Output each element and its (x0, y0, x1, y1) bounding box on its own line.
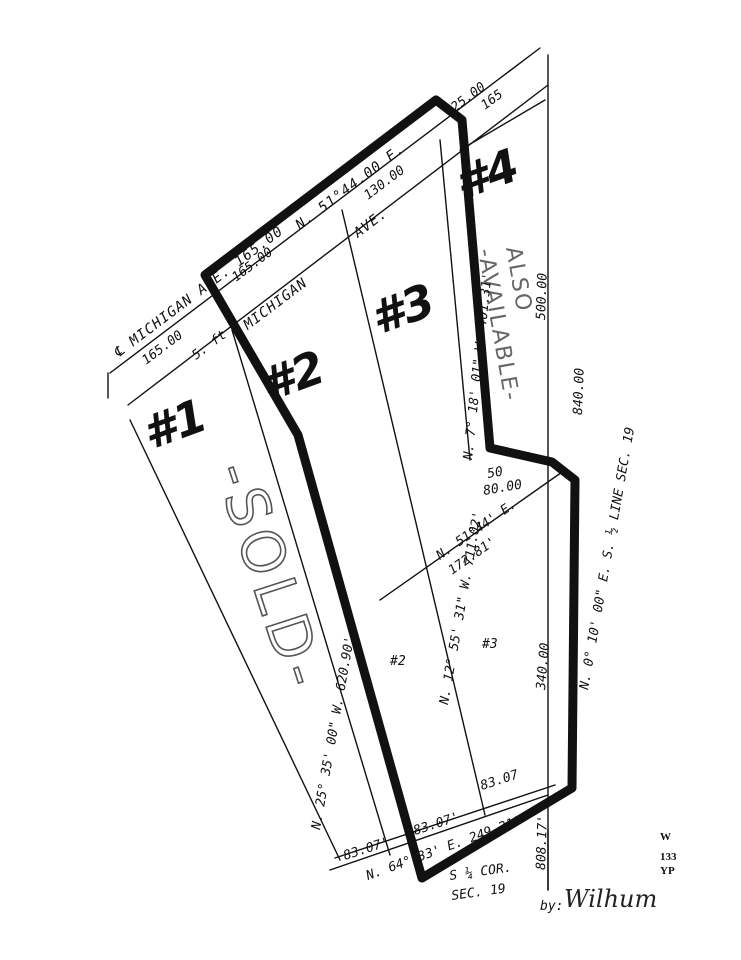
road-centerline (109, 47, 541, 374)
signature: Wilhum (564, 885, 657, 913)
bottom-dist-a: 83.07' (342, 835, 391, 864)
lot-3-small-label: #3 (481, 637, 498, 652)
lot4-inner-line (459, 99, 546, 151)
dim-5ft: 5. ft (189, 328, 229, 364)
street-label-lot2: MICHIGAN (240, 275, 311, 334)
street-label-lot3: AVE. (350, 206, 391, 242)
east-line-dist: 840.00 (571, 368, 588, 416)
inner-bearing-line (379, 469, 566, 601)
corner-block-line1: W (660, 831, 671, 843)
lot1-lot2-division (231, 329, 391, 856)
bottom-line-2 (329, 794, 549, 871)
corner-label: S ¼ COR. (448, 860, 512, 884)
section-line-bearing: N. 0° 10' 00" E. S. ½ LINE SEC. 19 (577, 426, 638, 692)
corner-block-line2: 133 (660, 851, 677, 863)
road-right-of-way (127, 84, 549, 406)
sold-stamp: -SOLD- (202, 453, 340, 700)
lot-1-label: #1 (135, 388, 214, 461)
bottom-line (334, 784, 556, 859)
street-label-left: ℄ MICHIGAN AVE. 165.00 (111, 223, 287, 361)
lot2-lot3-division (341, 209, 486, 816)
dist-80: 80.00 (482, 477, 523, 499)
lot-3-label: #3 (363, 273, 442, 346)
lot-4-label: #4 (447, 138, 526, 211)
corner-label-sec: SEC. 19 (450, 881, 506, 903)
dist-50: 50 (486, 464, 504, 482)
corner-block-line3: YP (660, 865, 675, 877)
parcel-outline (200, 95, 580, 883)
lot-2-label: #2 (253, 340, 332, 413)
dist-340: 340.00 (534, 642, 553, 691)
bottom-dist-b: 83.07' (412, 810, 461, 839)
lot-2-small-label: #2 (389, 654, 406, 669)
lot3-east-line (439, 139, 471, 461)
signature-prefix: by: (540, 899, 563, 914)
bottom-808: 808.17' (534, 815, 551, 870)
lot4-east-dist: 500.00 (534, 273, 551, 321)
survey-lines (107, 47, 566, 891)
bottom-dist-c: 83.07 (479, 767, 521, 793)
lot1-west-boundary (129, 419, 341, 861)
